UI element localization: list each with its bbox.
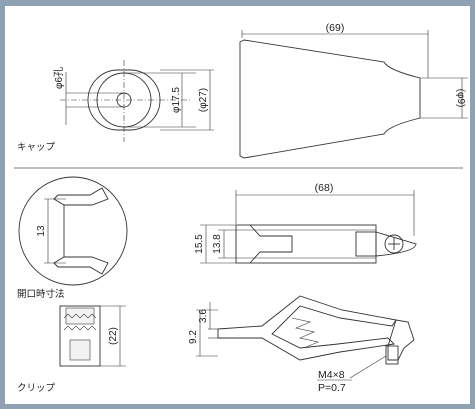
clip-h1-dim: 15.5: [194, 234, 205, 254]
clip-side-view: [196, 295, 415, 379]
clip-length-dim: (68): [315, 182, 334, 194]
cap-hole-dim: φ6孔: [53, 67, 65, 89]
clip-opening-caption: 開口時寸法: [17, 288, 65, 300]
clip-screw-label: M4×8: [318, 369, 345, 381]
cap-length-dim: (69): [326, 22, 345, 34]
clip-opening-view: [18, 176, 128, 286]
cap-front-view: [60, 60, 214, 142]
technical-drawing: φ6孔 φ17.5 (φ27) (69) (φ9) キャップ 13 開口時寸法: [14, 22, 468, 394]
clip-width-dim: (22): [108, 327, 119, 345]
clip-h2-dim: 13.8: [212, 234, 223, 254]
clip-caption: クリップ: [17, 383, 56, 394]
cap-side-view: [239, 30, 468, 159]
clip-pitch-label: P=0.7: [318, 382, 346, 394]
cap-caption: キャップ: [17, 142, 56, 153]
clip-end-view: [59, 305, 126, 367]
clip-a-dim: 3.6: [198, 309, 209, 323]
clip-top-view: [200, 190, 417, 264]
cap-d1-dim: φ17.5: [171, 87, 182, 113]
cap-tip-dim: (φ9): [455, 89, 466, 108]
clip-b-dim: 9.2: [188, 330, 199, 344]
cap-d2-dim: (φ27): [198, 88, 209, 112]
clip-open-dim: 13: [36, 225, 47, 237]
